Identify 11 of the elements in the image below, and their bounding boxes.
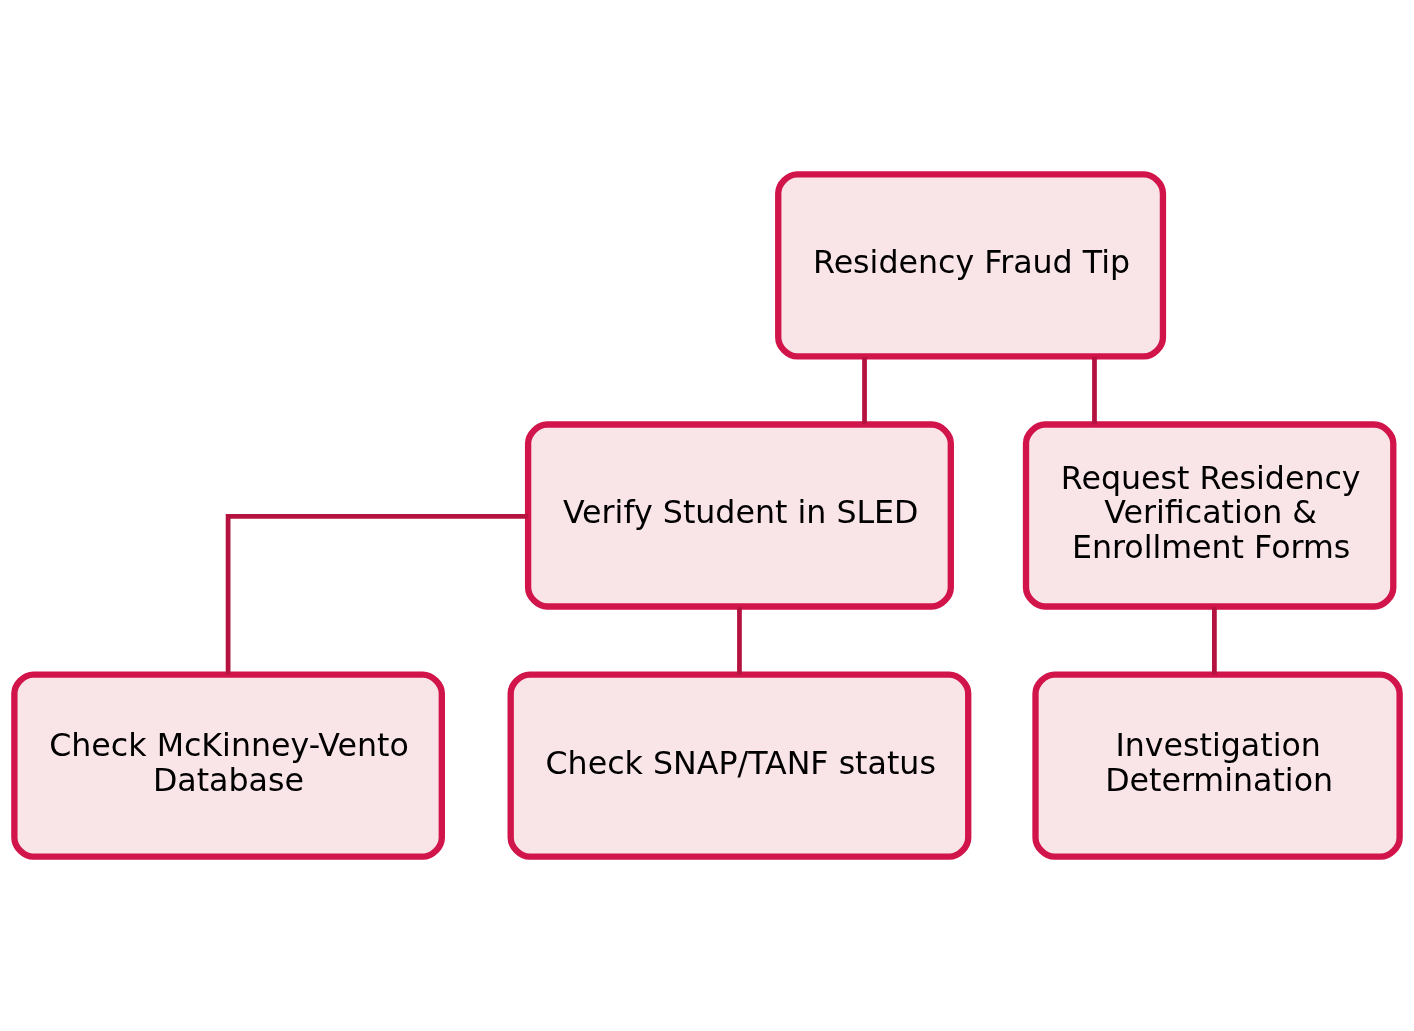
connector xyxy=(225,513,528,675)
node-box: Check McKinney-Vento Database xyxy=(11,671,445,860)
connector xyxy=(1212,607,1217,675)
node-box: Verify Student in SLED xyxy=(524,421,954,610)
connector xyxy=(1092,357,1097,425)
connector xyxy=(737,607,742,675)
connector xyxy=(862,357,867,425)
node-box: Check SNAP/TANF status xyxy=(507,671,972,860)
node-box: Investigation Determination xyxy=(1032,671,1403,860)
node-box: Request Residency Verification & Enrollment Forms xyxy=(1022,421,1397,610)
node-box: Residency Fraud Tip xyxy=(775,171,1167,360)
